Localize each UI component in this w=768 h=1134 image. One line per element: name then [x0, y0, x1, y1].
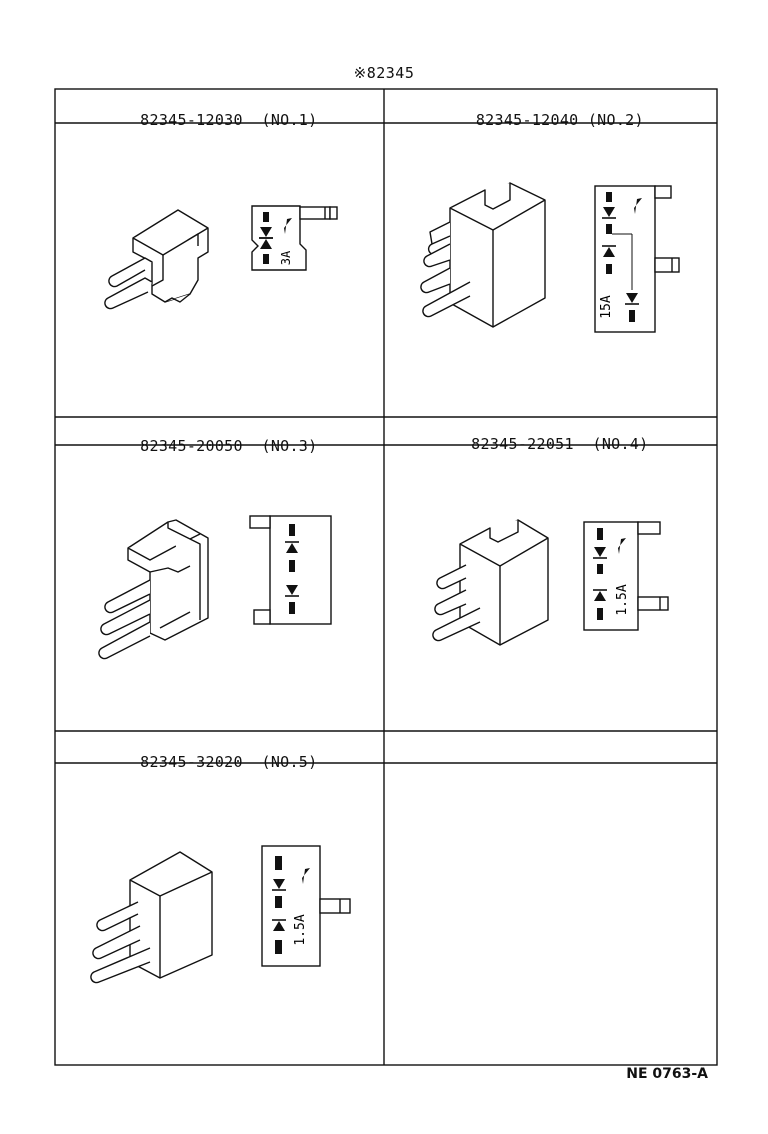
drawing-code: NE 0763-A: [626, 1066, 708, 1082]
relay-pinout-no4: [583, 521, 669, 631]
relay-isometric-no5: [90, 851, 213, 984]
relay-symbol-no3: [284, 524, 300, 614]
cell-heading-no2: 82345-12040 (NO.2): [384, 98, 717, 128]
cell-heading-no1: 82345-12030 (NO.1): [55, 98, 384, 128]
terminal-mark: [606, 264, 612, 274]
part-number: 82345-32020: [140, 753, 243, 771]
part-tag: (NO.5): [261, 753, 318, 771]
terminal-mark: [275, 940, 282, 954]
cell-heading-no5: 82345-32020 (NO.5): [55, 740, 384, 770]
relay-isometric-no4: [432, 519, 549, 646]
current-rating-label: 15A: [599, 295, 614, 319]
terminal-mark: [275, 896, 282, 908]
terminal-mark: [597, 564, 603, 574]
terminal-mark: [629, 310, 635, 322]
part-number: 82345-12040: [475, 111, 579, 129]
part-tag: (NO.3): [261, 437, 318, 455]
terminal-mark: [606, 192, 612, 202]
relay-pinout-no5: [261, 845, 351, 967]
terminal-mark: [275, 856, 282, 870]
cell-heading-no4: 82345-22051 (NO.4): [384, 422, 717, 452]
relay-symbol-no2: [601, 192, 642, 322]
terminal-mark: [263, 212, 269, 222]
part-number: 82345-20050: [140, 437, 243, 455]
part-number: 82345-22051: [471, 435, 574, 453]
terminal-mark: [263, 254, 269, 264]
relay-symbol-no4: [592, 528, 626, 620]
part-number: 82345-12030: [140, 111, 243, 129]
current-rating-label: 1.5A: [615, 584, 630, 615]
terminal-mark: [289, 602, 295, 614]
terminal-mark: [606, 224, 612, 234]
terminal-mark: [597, 608, 603, 620]
relay-isometric-no1: [104, 209, 209, 310]
part-tag: (NO.1): [261, 111, 318, 129]
current-rating-label: 3A: [279, 250, 293, 265]
relay-symbol-no1: [258, 212, 292, 264]
terminal-mark: [597, 528, 603, 540]
relay-symbol-no5: [271, 856, 310, 954]
terminal-mark: [289, 560, 295, 572]
relay-isometric-no3: [98, 519, 209, 660]
relay-pinout-no3: [249, 515, 332, 625]
cell-heading-no3: 82345-20050 (NO.3): [55, 424, 384, 454]
part-tag: (NO.4): [592, 435, 649, 453]
part-tag: (NO.2): [587, 111, 644, 129]
terminal-mark: [289, 524, 295, 536]
catalog-group-label: ※82345: [353, 64, 415, 82]
relay-isometric-no2: [420, 182, 546, 328]
current-rating-label: 1.5A: [293, 914, 308, 945]
